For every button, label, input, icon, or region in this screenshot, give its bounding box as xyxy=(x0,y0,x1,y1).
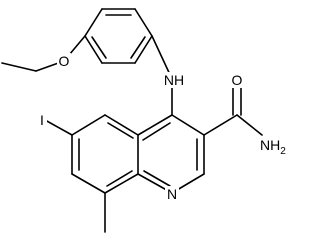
amide-nh2-subscript: 2 xyxy=(280,146,286,157)
molecule-structure: O NH I NH2 O N xyxy=(1,8,292,233)
bond-phenyl-c3-c4 xyxy=(134,35,153,64)
bond-c5-c4a-inner xyxy=(107,122,134,139)
methoxy-o-bg xyxy=(57,53,71,69)
iodine-bg xyxy=(37,112,47,128)
amide-oxygen-label: O xyxy=(232,72,243,88)
bond-phenyl-c5-c6 xyxy=(84,35,103,64)
molecule-diagram: O NH I NH2 O N xyxy=(1,8,292,233)
ring-n-bg xyxy=(165,186,179,202)
amide-nh2-bg xyxy=(258,136,292,156)
ring-nitrogen-label: N xyxy=(167,186,177,202)
amide-o-bg xyxy=(230,72,244,88)
bond-phenyl-to-nh xyxy=(151,35,173,80)
bond-methyl-end xyxy=(1,62,37,72)
bond-c4-c4a-inner xyxy=(142,122,171,141)
iodine-label: I xyxy=(40,112,44,128)
bond-c8-c8a xyxy=(104,173,139,194)
bond-c4a-c4 xyxy=(137,114,173,136)
bond-phenyl-inner-3 xyxy=(91,36,107,59)
bond-c7-c8 xyxy=(71,173,106,194)
amine-nh-bg xyxy=(162,72,186,88)
bond-carbonyl-to-nh2 xyxy=(236,114,263,136)
bond-n1-c8a-inner xyxy=(143,170,171,187)
amide-nh2-label: NH2 xyxy=(260,137,286,157)
bond-c3-to-carbonyl xyxy=(203,114,238,136)
bond-c8-c8a-inner xyxy=(106,170,133,187)
bond-c4a-c5 xyxy=(104,114,139,136)
bond-c4-c3 xyxy=(171,114,205,136)
bond-phenyl-c2-c3 xyxy=(134,8,153,37)
bond-c5-c6 xyxy=(71,114,106,136)
amine-nh-label: NH xyxy=(164,72,184,88)
bond-c6-to-iodine xyxy=(44,119,73,136)
bond-phenyl-inner-2 xyxy=(130,36,146,59)
methoxy-oxygen-label: O xyxy=(59,53,70,69)
bond-phenyl-c6-c1 xyxy=(84,8,103,37)
